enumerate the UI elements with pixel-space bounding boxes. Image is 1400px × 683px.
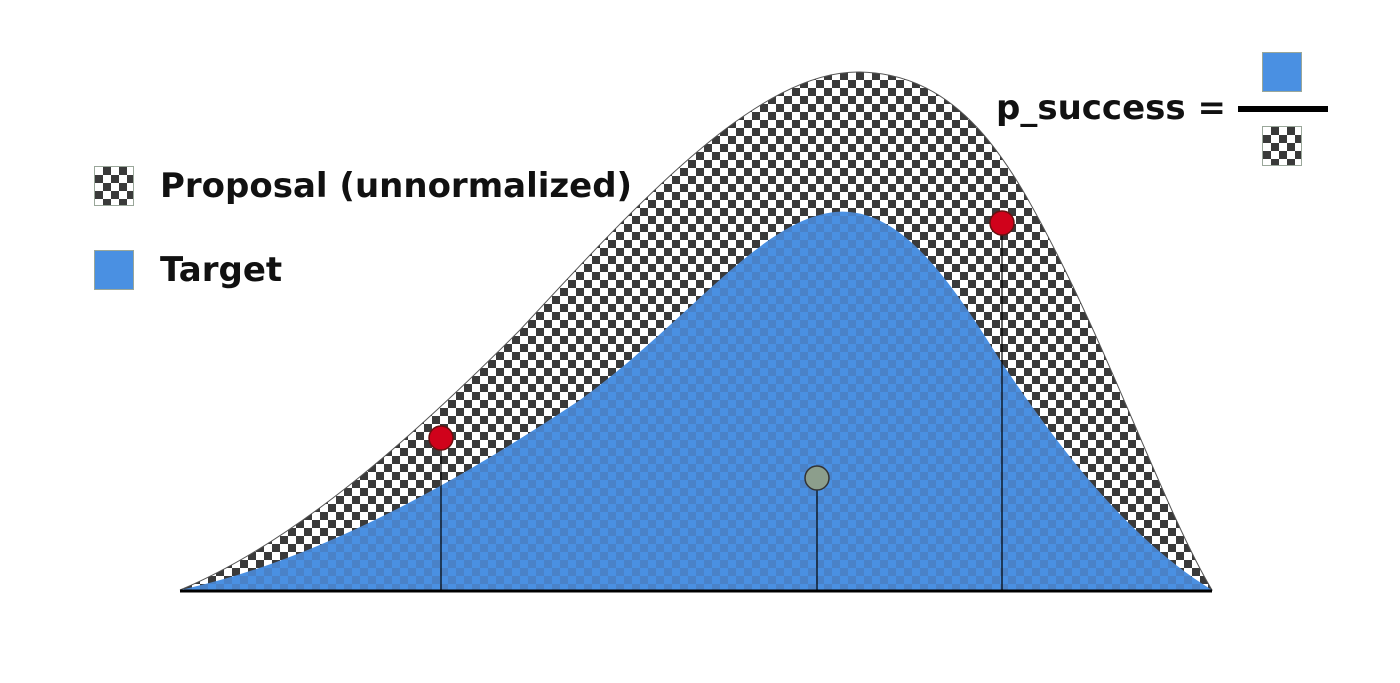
legend-proposal-label: Proposal (unnormalized) bbox=[160, 166, 633, 206]
rejected-sample-right bbox=[989, 210, 1015, 236]
accepted-sample bbox=[804, 465, 830, 491]
numerator-target-icon bbox=[1262, 52, 1302, 92]
denominator-proposal-icon bbox=[1262, 126, 1302, 166]
rejected-sample-left bbox=[428, 425, 454, 451]
formula-label: p_success = bbox=[996, 88, 1226, 128]
success-probability-formula: p_success = bbox=[996, 52, 1336, 170]
blue-swatch-icon bbox=[94, 250, 134, 290]
fraction-bar bbox=[1238, 106, 1328, 112]
target-curve bbox=[180, 211, 1212, 590]
legend-target-label: Target bbox=[160, 250, 283, 290]
legend-target: Target bbox=[94, 250, 282, 290]
checker-swatch-icon bbox=[94, 166, 134, 206]
legend-proposal: Proposal (unnormalized) bbox=[94, 166, 632, 206]
